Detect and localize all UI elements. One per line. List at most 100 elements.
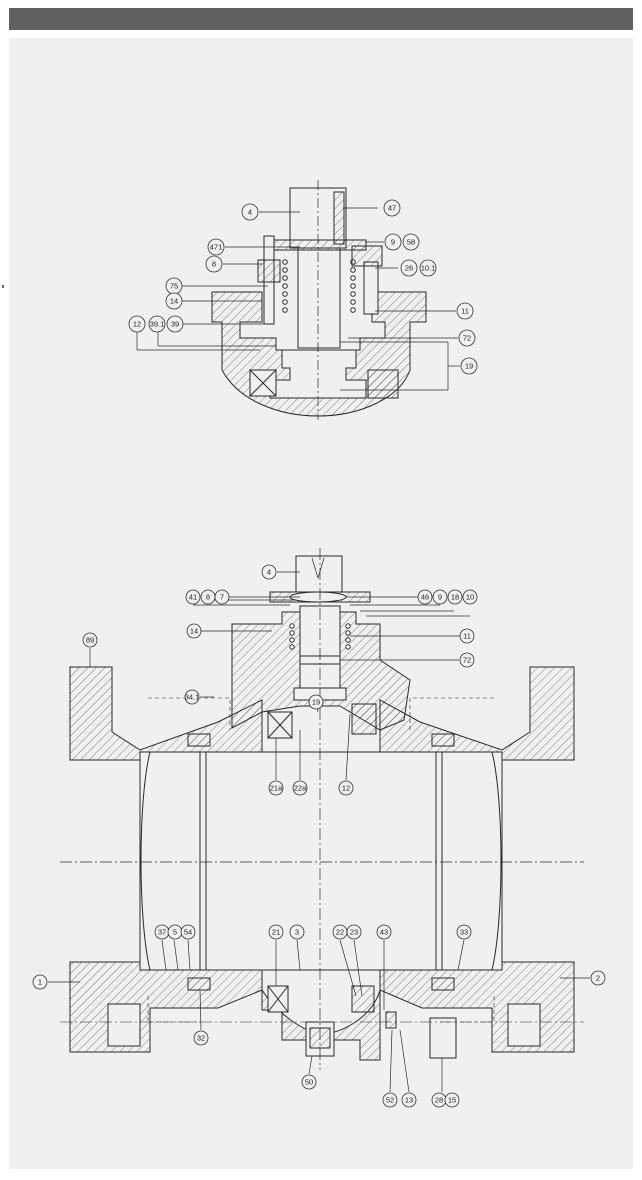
callout: 5	[167, 924, 183, 940]
svg-text:3: 3	[295, 928, 299, 937]
svg-text:43: 43	[380, 928, 388, 937]
svg-text:52: 52	[386, 1096, 394, 1105]
callout: 39	[166, 315, 184, 333]
svg-text:72: 72	[463, 656, 471, 665]
svg-text:89: 89	[86, 636, 94, 645]
svg-text:10.1: 10.1	[421, 264, 436, 273]
svg-text:54: 54	[184, 928, 192, 937]
callout: 21a	[268, 780, 284, 796]
callout: 26	[400, 259, 418, 277]
stem-detail-view	[211, 180, 427, 420]
svg-text:1: 1	[38, 978, 42, 987]
svg-text:26: 26	[405, 264, 413, 273]
callout: 8	[200, 589, 216, 605]
callout: 4	[241, 203, 259, 221]
callout: 7	[214, 589, 230, 605]
callout: 11	[459, 628, 475, 644]
svg-text:5: 5	[173, 928, 177, 937]
callout: 14	[165, 292, 183, 310]
callout: 2	[590, 970, 606, 986]
svg-text:471: 471	[210, 243, 223, 252]
callout: 72	[458, 329, 476, 347]
callout: 8	[205, 255, 223, 273]
callout: 10.1	[419, 259, 437, 277]
callout: 19	[460, 357, 478, 375]
callout: 50	[301, 1074, 317, 1090]
svg-text:34.1: 34.1	[185, 693, 200, 702]
callout: 28	[431, 1092, 447, 1108]
callout: 18	[447, 589, 463, 605]
callout: 22	[332, 924, 348, 940]
callout: 11	[456, 302, 474, 320]
svg-text:50: 50	[305, 1078, 313, 1087]
callout: 4	[261, 564, 277, 580]
svg-text:12: 12	[342, 784, 350, 793]
svg-text:18: 18	[451, 593, 459, 602]
svg-text:7: 7	[220, 593, 224, 602]
svg-text:39.1: 39.1	[150, 320, 165, 329]
svg-text:19: 19	[312, 698, 320, 707]
callout: 15	[444, 1092, 460, 1108]
callout: 33	[456, 924, 472, 940]
svg-text:10: 10	[466, 593, 474, 602]
callout: 9	[432, 589, 448, 605]
callout: 89	[82, 632, 98, 648]
svg-text:22a: 22a	[294, 784, 307, 793]
svg-text:22: 22	[336, 928, 344, 937]
svg-text:39: 39	[171, 320, 179, 329]
svg-text:11: 11	[463, 632, 471, 641]
svg-text:37: 37	[158, 928, 166, 937]
edge-marker	[2, 285, 4, 288]
svg-text:72: 72	[463, 334, 471, 343]
svg-text:15: 15	[448, 1096, 456, 1105]
callout: 75	[165, 277, 183, 295]
callout: 13	[401, 1092, 417, 1108]
callout: 37	[154, 924, 170, 940]
callout: 32	[193, 1030, 209, 1046]
svg-text:9: 9	[391, 238, 395, 247]
callout: 471	[207, 238, 225, 256]
callout: 12	[338, 780, 354, 796]
callout: 41	[185, 589, 201, 605]
callout: 47	[383, 199, 401, 217]
svg-text:21a: 21a	[270, 784, 283, 793]
svg-text:8: 8	[206, 593, 210, 602]
svg-text:11: 11	[461, 307, 469, 316]
svg-text:14: 14	[170, 297, 178, 306]
callout: 21	[268, 924, 284, 940]
header-bar	[9, 8, 633, 30]
callout: 39.1	[148, 315, 166, 333]
callout: 19	[308, 694, 324, 710]
callout: 22a	[292, 780, 308, 796]
callout: 10	[462, 589, 478, 605]
callout: 52	[382, 1092, 398, 1108]
svg-text:9: 9	[438, 593, 442, 602]
callout: 23	[346, 924, 362, 940]
svg-text:4: 4	[248, 208, 252, 217]
svg-text:12: 12	[133, 320, 141, 329]
svg-text:8: 8	[212, 260, 216, 269]
svg-text:19: 19	[465, 362, 473, 371]
svg-text:33: 33	[460, 928, 468, 937]
callout: 58	[402, 233, 420, 251]
svg-text:58: 58	[407, 238, 415, 247]
svg-text:13: 13	[405, 1096, 413, 1105]
svg-text:75: 75	[170, 282, 178, 291]
callout: 54	[180, 924, 196, 940]
top-callouts: 4 47 9 58 471 8 26 10.1 75 14 11 12 39.1…	[128, 199, 478, 375]
svg-text:2: 2	[596, 974, 600, 983]
valve-body-section	[60, 548, 584, 1070]
callout: 12	[128, 315, 146, 333]
callout: 43	[376, 924, 392, 940]
callout: 46	[417, 589, 433, 605]
svg-text:32: 32	[197, 1034, 205, 1043]
svg-text:28: 28	[435, 1096, 443, 1105]
svg-text:4: 4	[267, 568, 271, 577]
callout: 34.1	[184, 689, 200, 705]
callout: 14	[186, 623, 202, 639]
svg-text:41: 41	[189, 593, 197, 602]
top-leaders	[136, 207, 460, 391]
svg-text:47: 47	[388, 204, 396, 213]
callout: 1	[32, 974, 48, 990]
